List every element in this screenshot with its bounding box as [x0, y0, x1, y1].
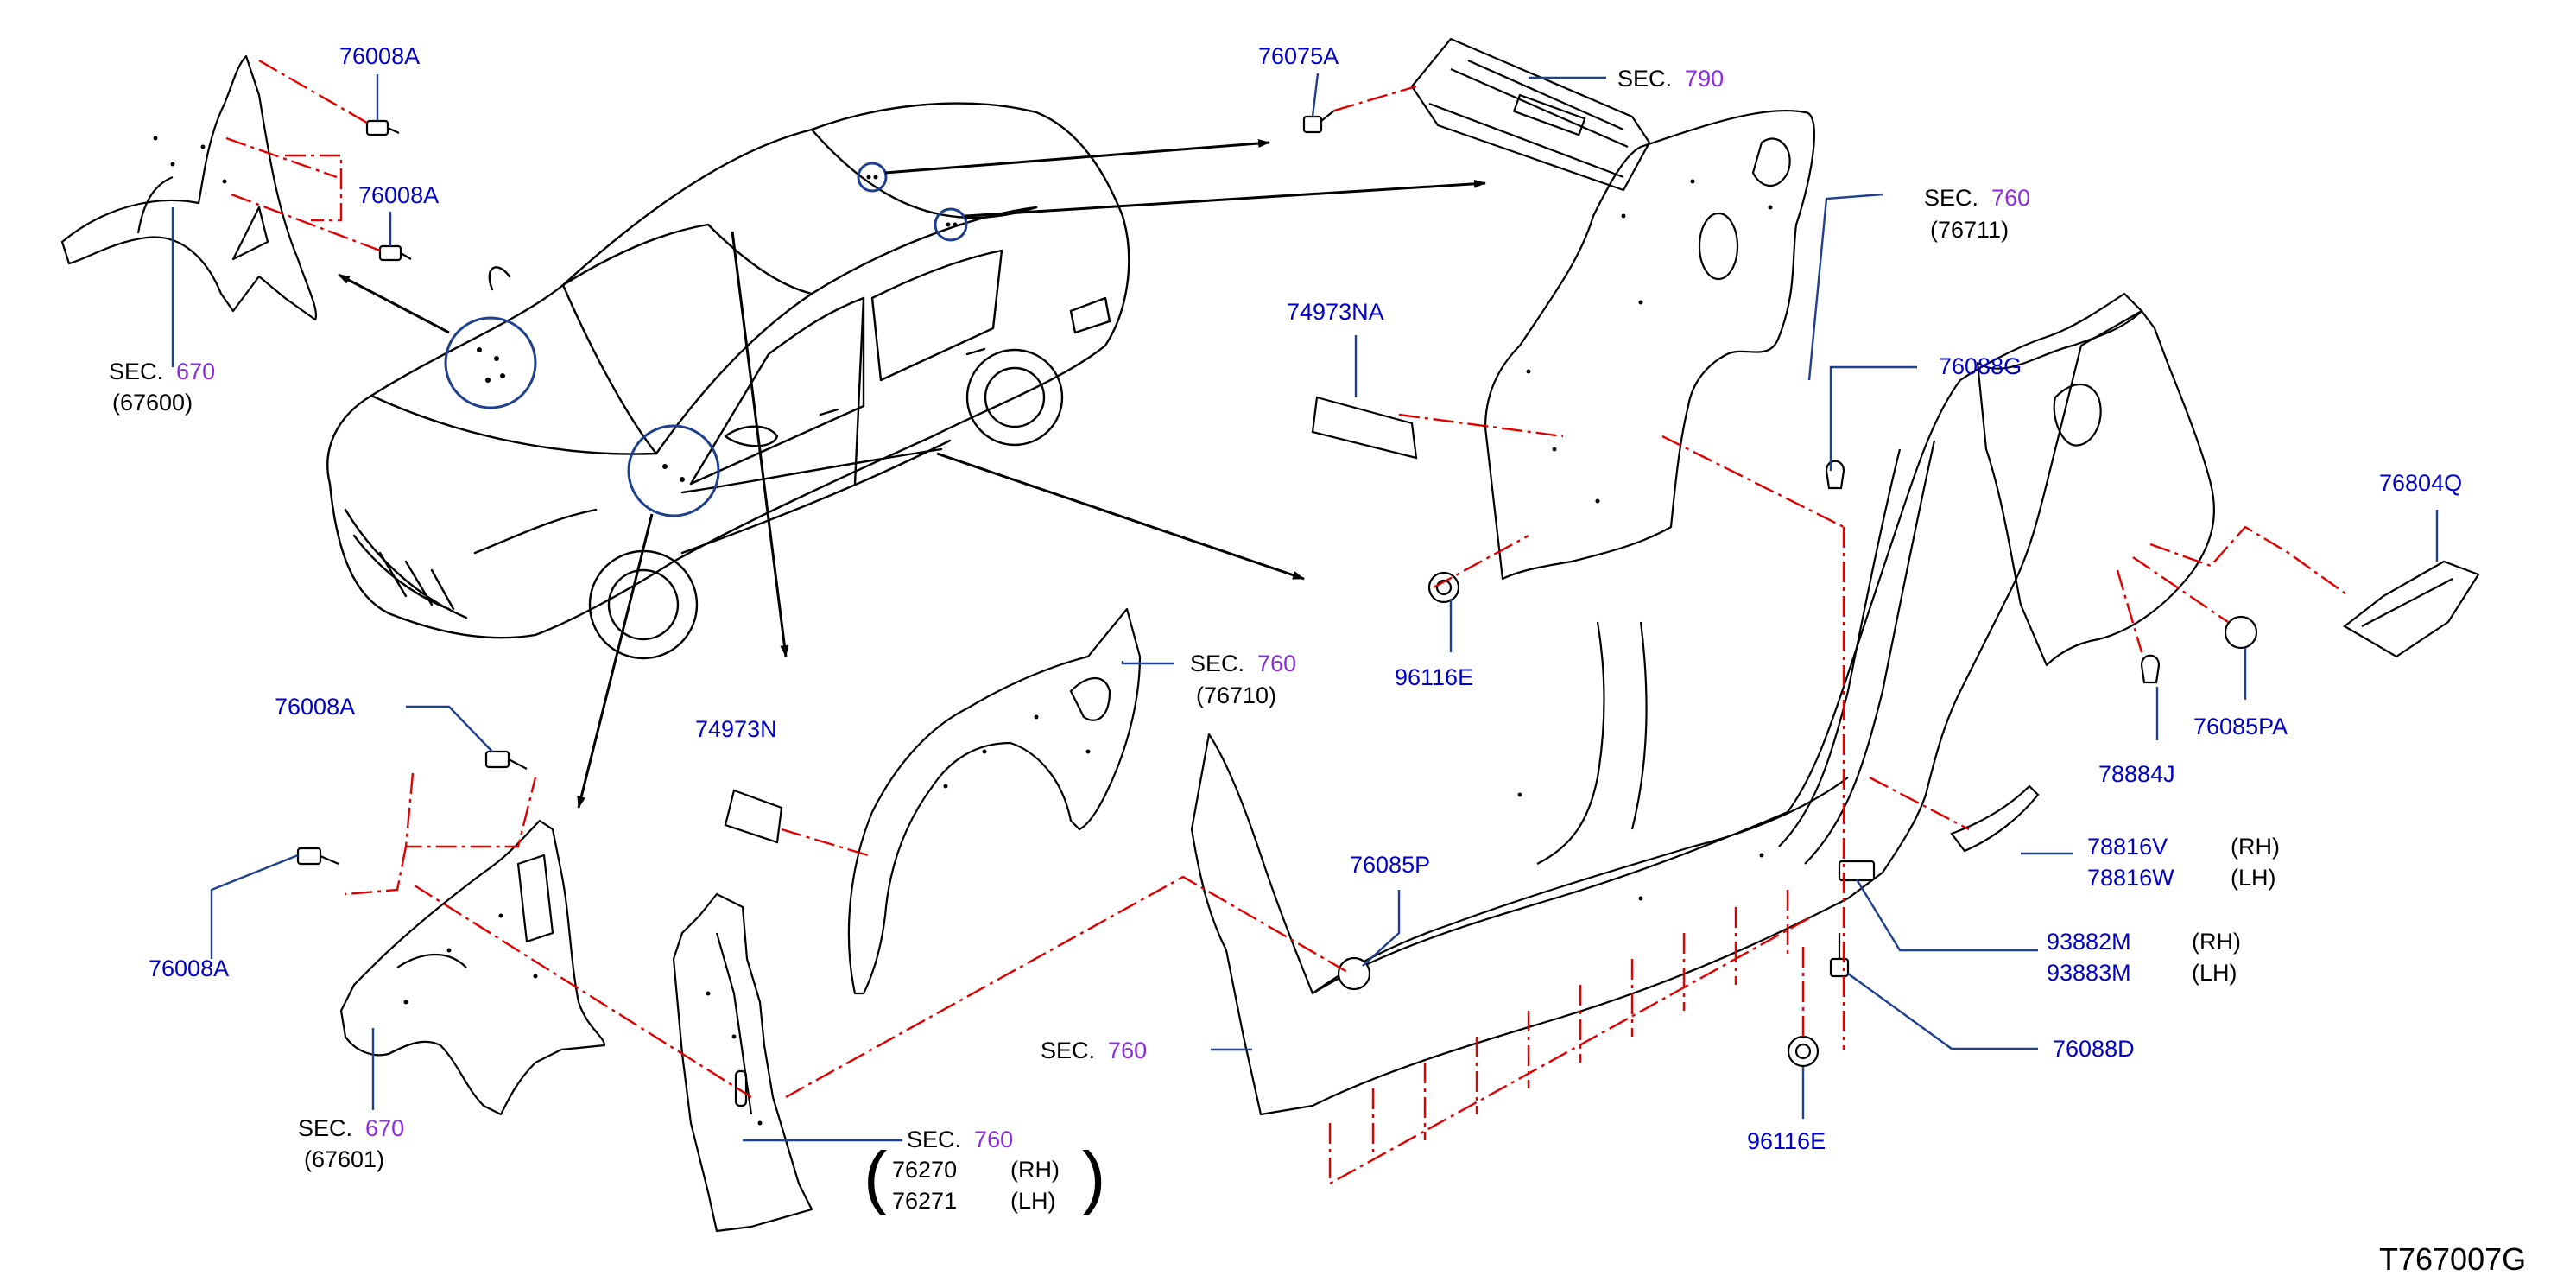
rear-quarter-panel	[1976, 309, 2216, 667]
strip-icon	[1311, 396, 1418, 460]
label-76008A-left: 76008A	[149, 955, 230, 981]
label-96116E-lower: 96116E	[1747, 1128, 1826, 1154]
sec-670-upper-sub: (67600)	[112, 390, 193, 416]
label-78816V-side: (RH)	[2231, 834, 2280, 860]
bracket-open: (	[864, 1138, 888, 1216]
front-apron-lower	[339, 819, 606, 1116]
phantom-lines	[225, 59, 2350, 1186]
sec-670-upper: SEC. 670	[109, 358, 215, 385]
strip-icon	[1950, 784, 2040, 853]
body-side-outer	[1190, 292, 2143, 1116]
label-76085PA: 76085PA	[2193, 714, 2288, 739]
sec-prefix: SEC.	[1041, 1038, 1096, 1063]
label-76008A-bottom: 76008A	[275, 694, 356, 720]
label-76271-side: (LH)	[1010, 1188, 1056, 1214]
label-93882M: 93882M	[2047, 929, 2131, 955]
sec-760-body-side: SEC. 760	[1041, 1037, 1147, 1064]
detail-dots	[477, 175, 958, 482]
sec-number: 790	[1685, 66, 1725, 92]
sec-number: 760	[974, 1127, 1014, 1152]
sec-prefix: SEC.	[109, 359, 164, 384]
label-76085P: 76085P	[1350, 852, 1431, 878]
label-76075A: 76075A	[1258, 43, 1339, 69]
front-apron-upper	[60, 54, 318, 321]
vehicle-illustration	[326, 102, 1130, 660]
label-96116E-upper: 96116E	[1395, 664, 1474, 690]
front-wheelhouse	[847, 607, 1142, 995]
sec-prefix: SEC.	[298, 1115, 353, 1141]
sec-prefix: SEC.	[1190, 651, 1245, 676]
sec-670-lower-sub: (67601)	[304, 1146, 385, 1172]
label-76008A-top: 76008A	[339, 43, 421, 69]
sec-670-lower: SEC. 670	[298, 1114, 404, 1142]
rear-wheelhouse-outer	[1484, 109, 1816, 581]
sec-790: SEC. 790	[1617, 65, 1724, 92]
clip-icon	[1825, 460, 1845, 490]
label-78816W-side: (LH)	[2231, 865, 2276, 891]
bolt-icon	[1829, 933, 1850, 978]
grommet-icon	[1787, 1035, 1820, 1068]
label-93882M-side: (RH)	[2192, 929, 2241, 955]
sec-760-rear-wheelhouse-sub: (76711)	[1930, 217, 2010, 243]
sec-prefix: SEC.	[907, 1127, 962, 1152]
label-76270-side: (RH)	[1010, 1157, 1060, 1183]
sec-760-front-wheelhouse-sub: (76710)	[1196, 682, 1277, 708]
sec-prefix: SEC.	[1617, 66, 1673, 92]
sec-prefix: SEC.	[1924, 185, 1979, 211]
fastener-icons	[296, 110, 2480, 1068]
leader-lines	[171, 73, 2439, 1142]
label-78884J: 78884J	[2098, 761, 2175, 787]
bolt-icon	[1302, 110, 1335, 134]
part-texture-dots	[153, 136, 1773, 1126]
sec-number: 670	[365, 1115, 405, 1141]
label-93883M-side: (LH)	[2192, 960, 2237, 986]
sec-760-rear-wheelhouse: SEC. 760	[1924, 184, 2030, 212]
label-78816W: 78816W	[2087, 865, 2174, 891]
label-74973NA: 74973NA	[1287, 299, 1384, 325]
sec-number: 670	[176, 359, 216, 384]
label-76008A-top-lower: 76008A	[358, 182, 440, 208]
plug-icon	[1337, 956, 1371, 991]
sec-760-front-wheelhouse: SEC. 760	[1190, 650, 1296, 677]
label-76270: 76270	[892, 1157, 958, 1183]
pointer-arrows	[338, 139, 1486, 809]
label-76088G: 76088G	[1939, 353, 2022, 379]
detail-circles	[444, 162, 968, 517]
label-74973N: 74973N	[695, 716, 777, 742]
bracket-close: )	[1082, 1138, 1106, 1216]
sec-number: 760	[1108, 1038, 1148, 1063]
plug-icon	[2224, 615, 2258, 650]
bolt-icon	[365, 119, 400, 136]
part-shapes	[60, 37, 2216, 1233]
bolt-icon	[378, 244, 412, 262]
label-76088D: 76088D	[2053, 1036, 2135, 1062]
strip-icon	[724, 789, 783, 844]
label-76804Q: 76804Q	[2379, 470, 2463, 496]
sec-number: 760	[1991, 185, 2031, 211]
label-76271: 76271	[892, 1188, 958, 1214]
sec-number: 760	[1257, 651, 1297, 676]
label-78816V: 78816V	[2087, 834, 2168, 860]
bracket-790	[1410, 37, 1651, 192]
label-93883M: 93883M	[2047, 960, 2131, 986]
sec-760-pillar: SEC. 760	[907, 1126, 1013, 1153]
bolt-icon	[484, 750, 528, 770]
front-pillar-inner	[672, 892, 813, 1233]
vent-icon	[2343, 560, 2480, 658]
clip-icon	[2140, 654, 2161, 684]
bolt-icon	[296, 847, 339, 866]
diagram-code: T767007G	[2379, 1241, 2526, 1277]
